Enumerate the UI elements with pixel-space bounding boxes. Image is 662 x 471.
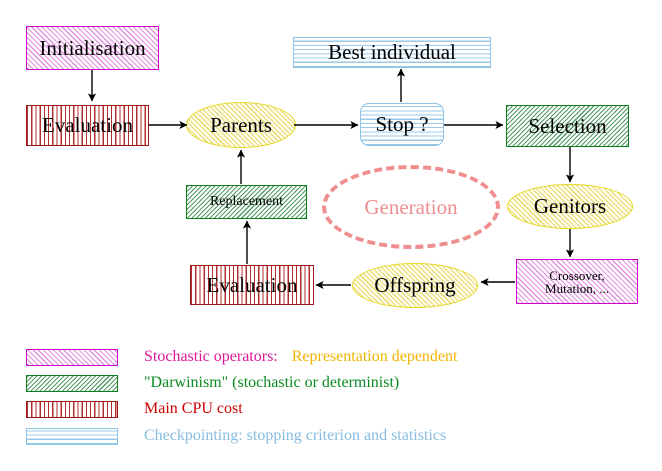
node-parents[interactable]: Parents [186,102,296,148]
node-stop[interactable]: Stop ? [360,103,444,146]
node-evaluation-top-label: Evaluation [42,113,133,137]
node-selection[interactable]: Selection [506,105,629,147]
legend-label-checkpointing: Checkpointing: stopping criterion and st… [144,427,447,444]
legend-swatch-magenta-diagonal-hatch [26,348,118,366]
node-crossover-label-line1: Crossover, [549,267,605,283]
node-crossover-mutation[interactable]: Crossover, Mutation, ... [516,259,638,304]
node-evaluation-bottom-label: Evaluation [206,272,298,297]
node-generation-label: Generation [364,194,458,219]
legend-label-stochastic-text: Stochastic operators: [144,348,278,365]
node-selection-label: Selection [528,113,607,138]
legend-swatch-green-diagonal-hatch [26,374,118,392]
node-crossover-label-line2: Mutation, ... [545,280,609,296]
legend-label-stochastic: Stochastic operators: Representation depe… [144,348,457,366]
legend-row-cpu-cost: Main CPU cost [26,399,243,419]
node-initialisation[interactable]: Initialisation [26,26,159,70]
node-genitors[interactable]: Genitors [507,184,633,229]
legend-label-cpu-cost: Main CPU cost [144,400,243,417]
node-genitors-label: Genitors [533,194,607,218]
node-best-individual-label: Best individual [328,40,456,64]
node-initialisation-label: Initialisation [39,35,146,60]
legend-swatch-red-vertical-hatch [26,400,118,418]
node-evaluation-top[interactable]: Evaluation [26,105,149,146]
node-offspring-label: Offspring [374,273,456,297]
legend-label-darwinism: "Darwinism" (stochastic or determinist) [144,374,400,391]
legend-row-darwinism: "Darwinism" (stochastic or determinist) [26,373,399,393]
legend-row-checkpointing: Checkpointing: stopping criterion and st… [26,426,446,446]
node-replacement-label: Replacement [209,194,284,209]
legend-label-stochastic-extra: Representation dependent [291,348,458,365]
node-evaluation-bottom[interactable]: Evaluation [190,265,314,305]
node-best-individual[interactable]: Best individual [293,37,491,68]
node-replacement[interactable]: Replacement [186,185,307,219]
legend-row-stochastic: Stochastic operators: Representation depe… [26,347,457,367]
node-stop-label: Stop ? [375,112,429,136]
node-offspring[interactable]: Offspring [352,263,478,308]
node-parents-label: Parents [210,112,272,137]
legend: Stochastic operators: Representation depe… [0,338,662,448]
legend-swatch-blue-horizontal-hatch [26,427,118,445]
node-generation: Generation [322,165,500,249]
